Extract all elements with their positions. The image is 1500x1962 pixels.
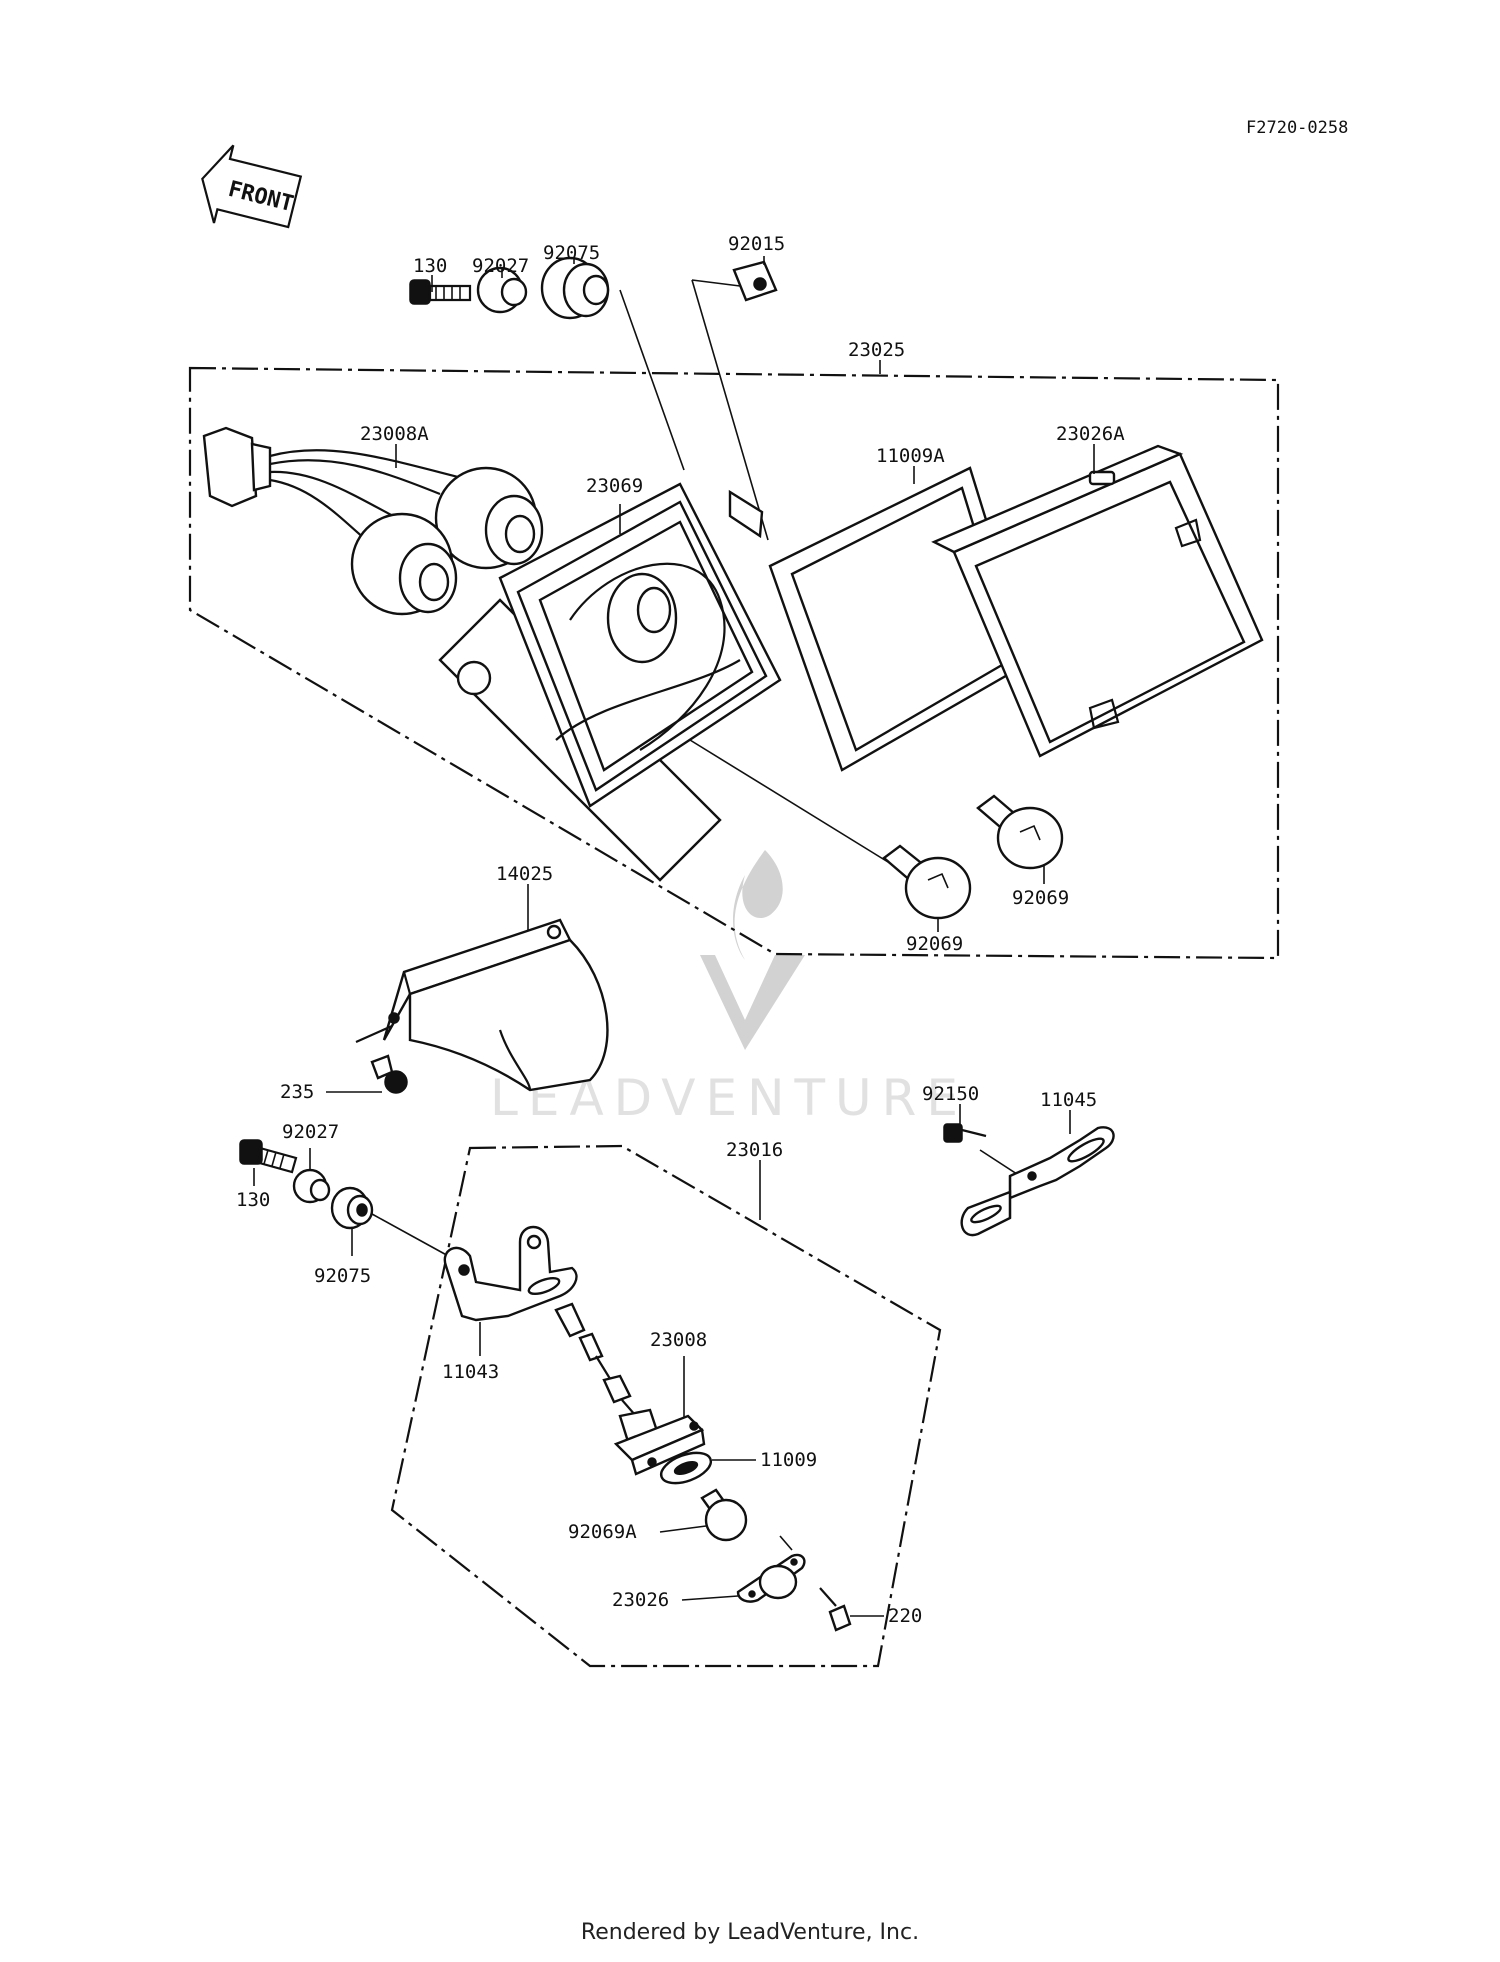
- part-label-11009A: 11009A: [876, 445, 945, 467]
- part-label-11045: 11045: [1040, 1089, 1097, 1111]
- bulb-92069-right-icon: [976, 794, 1064, 870]
- part-label-92027-bottom: 92027: [282, 1121, 339, 1143]
- part-label-23026: 23026: [612, 1589, 669, 1611]
- collar-92027-bottom-icon: [292, 1168, 331, 1204]
- collar-92027-top-icon: [476, 266, 528, 314]
- part-label-130-top: 130: [413, 255, 447, 277]
- assembly-23025-outline: [188, 366, 1280, 960]
- bolt-130-top-icon: [409, 279, 472, 305]
- part-label-130-bottom: 130: [236, 1189, 270, 1211]
- leader-92015-to-housing: [691, 279, 741, 287]
- grommet-92075-top-icon: [540, 256, 610, 320]
- part-label-235: 235: [280, 1081, 314, 1103]
- front-label: FRONT: [226, 177, 296, 217]
- part-label-92069-mid: 92069: [906, 933, 963, 955]
- part-label-92069A: 92069A: [568, 1521, 637, 1543]
- part-label-92075-top: 92075: [543, 242, 600, 264]
- lens-23026-icon: [736, 1535, 806, 1603]
- part-label-92075-bottom: 92075: [314, 1265, 371, 1287]
- bracket-11045-icon: [960, 1126, 1115, 1237]
- part-label-23025: 23025: [848, 339, 905, 361]
- screw-92150-icon: [943, 1123, 987, 1143]
- bracket-11043-icon: [443, 1225, 578, 1322]
- cover-14025-icon: [382, 918, 609, 1092]
- grommet-92075-bottom-icon: [330, 1186, 374, 1230]
- part-label-92015: 92015: [728, 233, 785, 255]
- socket-23008-icon: [554, 1302, 706, 1476]
- part-label-23016: 23016: [726, 1139, 783, 1161]
- part-label-11009: 11009: [760, 1449, 817, 1471]
- leader-92069A: [659, 1525, 707, 1533]
- leader-23026: [681, 1595, 739, 1601]
- drawing-code: F2720-0258: [1246, 118, 1348, 138]
- part-label-14025: 14025: [496, 863, 553, 885]
- gasket-11009-icon: [659, 1451, 713, 1485]
- part-label-23008: 23008: [650, 1329, 707, 1351]
- screw-235-icon: [355, 1024, 408, 1094]
- part-label-92027-top: 92027: [472, 255, 529, 277]
- screw-220-icon: [819, 1587, 852, 1632]
- leader-housing-to-bulb: [689, 739, 889, 863]
- bulb-92069-mid-icon: [882, 844, 972, 920]
- part-label-23008A: 23008A: [360, 423, 429, 445]
- clip-nut-92015-icon: [732, 260, 778, 302]
- wiring-harness-23008A-icon: [202, 426, 544, 616]
- part-label-11043: 11043: [442, 1361, 499, 1383]
- part-label-23069: 23069: [586, 475, 643, 497]
- part-label-92069-right: 92069: [1012, 887, 1069, 909]
- bulb-92069A-icon: [700, 1488, 748, 1542]
- leader-92150-to-bracket: [979, 1149, 1021, 1177]
- part-label-92150: 92150: [922, 1083, 979, 1105]
- lens-23026A-icon: [931, 444, 1264, 758]
- leader-92075-to-housing: [619, 289, 685, 471]
- bolt-130-bottom-icon: [239, 1139, 298, 1174]
- part-label-220: 220: [888, 1605, 922, 1627]
- assembly-23016-outline: [390, 1144, 942, 1668]
- front-arrow-icon: FRONT: [201, 144, 303, 229]
- lamp-housing-23069-icon: [438, 482, 782, 882]
- part-label-23026A: 23026A: [1056, 423, 1125, 445]
- leader-92015-down: [691, 279, 769, 541]
- leader-92075-to-bracket: [371, 1213, 453, 1259]
- footer-credit: Rendered by LeadVenture, Inc.: [580, 1920, 920, 1945]
